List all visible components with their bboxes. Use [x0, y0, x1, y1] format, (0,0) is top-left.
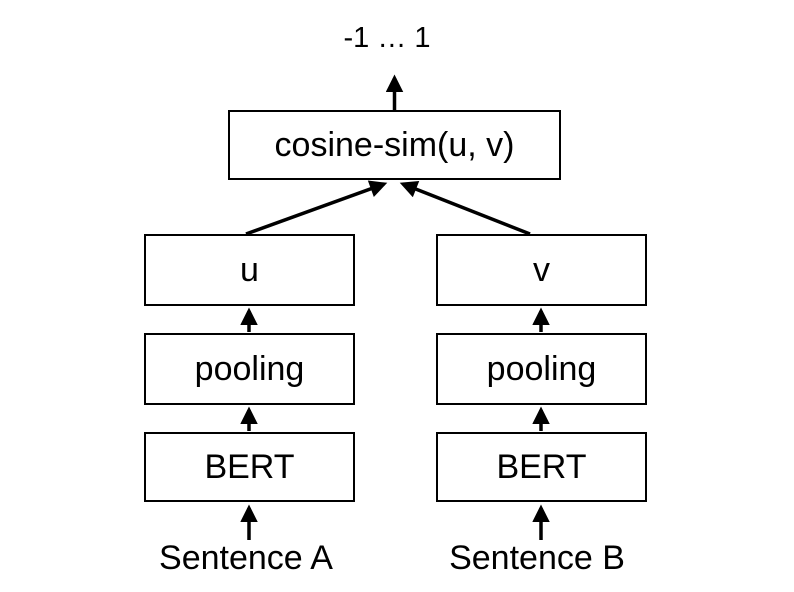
pooling-label-left: pooling [194, 350, 305, 388]
cosine-sim-box: cosine-sim(u, v) [228, 110, 561, 180]
pooling-label-right: pooling [486, 350, 597, 388]
pooling-box-right: pooling [436, 333, 647, 405]
bert-box-left: BERT [144, 432, 355, 502]
u-vector-box: u [144, 234, 355, 306]
arrow-v-to-cosine [399, 180, 531, 236]
output-range-label: -1 … 1 [343, 22, 431, 54]
cosine-sim-label: cosine-sim(u, v) [274, 126, 515, 164]
pooling-box-left: pooling [144, 333, 355, 405]
arrow-u-to-cosine [245, 180, 388, 236]
v-vector-box: v [436, 234, 647, 306]
sentence-b-label: Sentence B [449, 539, 625, 577]
sentence-a-label: Sentence A [159, 539, 333, 577]
u-vector-label: u [240, 251, 259, 289]
bert-label-right: BERT [496, 448, 587, 486]
bert-label-left: BERT [204, 448, 295, 486]
bert-box-right: BERT [436, 432, 647, 502]
v-vector-label: v [533, 251, 550, 289]
